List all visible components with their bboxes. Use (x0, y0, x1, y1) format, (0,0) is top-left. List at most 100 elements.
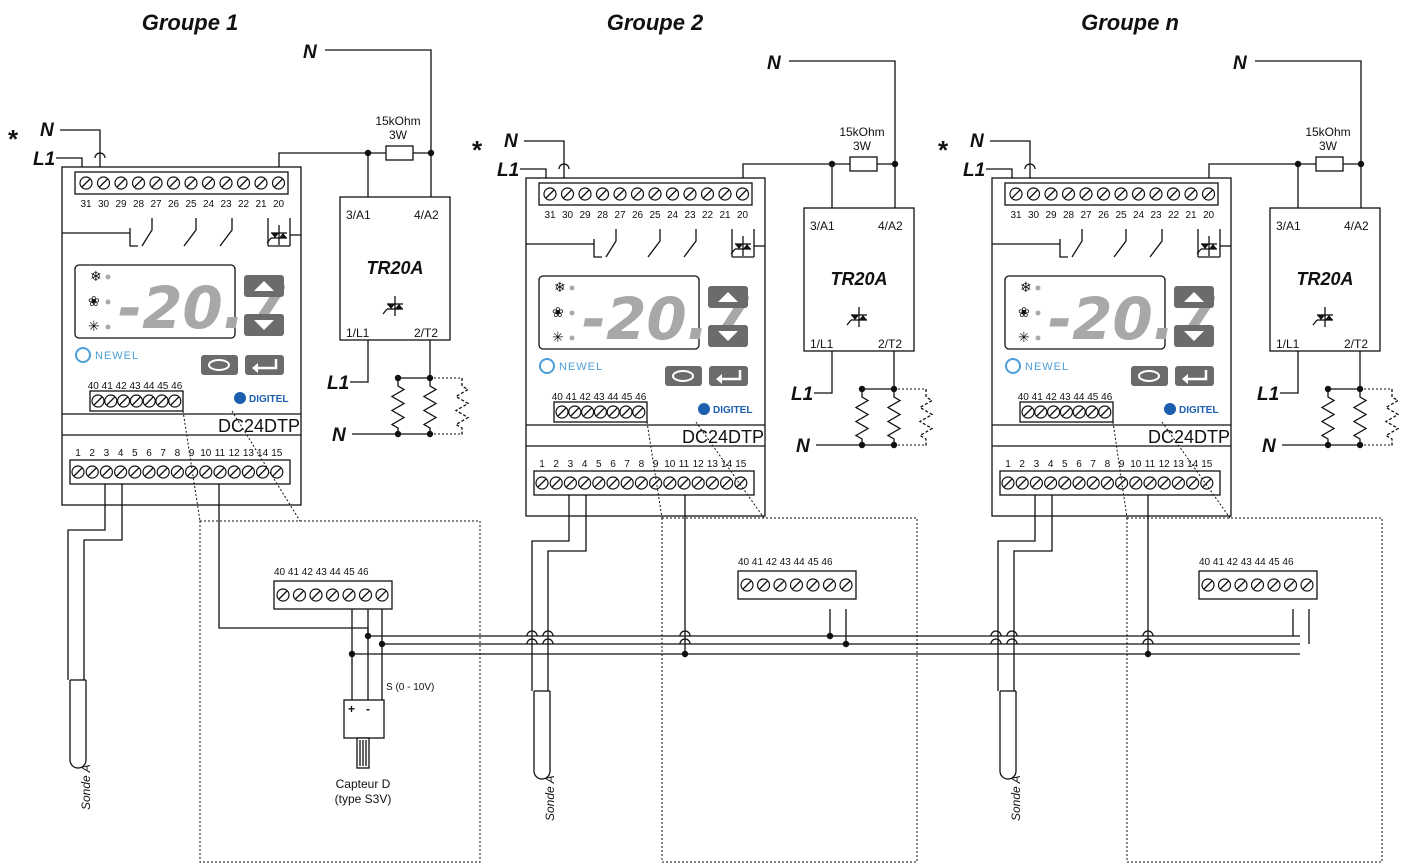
screw-slot (243, 467, 253, 477)
pin-a2-label: 4/A2 (1344, 219, 1369, 233)
up-button[interactable] (244, 275, 284, 297)
cooling-icon: ✳ (1018, 329, 1030, 345)
screw-slot (134, 178, 143, 188)
heater-resistor (918, 389, 934, 447)
heater-resistor (1384, 389, 1400, 447)
resistor-15kohm (1315, 156, 1344, 172)
sensor-signal-label: S (0 - 10V) (386, 682, 434, 693)
enter-icon (256, 359, 278, 370)
screw-slot (633, 189, 642, 199)
probe-body (999, 691, 1017, 780)
up-button[interactable] (708, 286, 748, 308)
screw-slot (636, 478, 646, 488)
terminal-number: 6 (1076, 459, 1082, 470)
cycle-button[interactable] (201, 355, 238, 375)
enter-button[interactable] (709, 366, 748, 386)
screw-slot (722, 478, 732, 488)
control-wire (1208, 163, 1316, 178)
screw-slot (158, 467, 168, 477)
screw-slot (116, 178, 126, 188)
junction-dot (427, 149, 435, 157)
enter-button[interactable] (1175, 366, 1214, 386)
terminal-number: 28 (597, 210, 609, 221)
defrost-icon: ❄ (554, 279, 566, 295)
junction-dot (828, 160, 836, 168)
screw-slot (545, 189, 555, 199)
wire-crossing (1006, 630, 1018, 637)
terminal-number: 22 (702, 210, 714, 221)
sensor-name: Capteur D (336, 777, 391, 791)
up-button[interactable] (1174, 286, 1214, 308)
terminal-number: 31 (544, 210, 556, 221)
brand-digitel: DIGITEL (713, 405, 752, 416)
resistor-15kohm (849, 156, 878, 172)
triac-icon (846, 307, 867, 327)
screw-slot (707, 478, 717, 488)
screw-slot (580, 189, 590, 199)
junction-dot (826, 632, 834, 640)
screw-slot (1046, 478, 1056, 488)
screw-slot (1202, 478, 1212, 488)
brand-newel: NEWEL (559, 361, 603, 373)
zoom-detail-box (1126, 517, 1383, 863)
screw-slot (1061, 407, 1071, 417)
cycle-icon (672, 370, 694, 382)
junction-dot (1356, 441, 1364, 449)
terminal-number: 6 (146, 448, 152, 459)
screw-slot (1236, 580, 1246, 590)
terminal-number: 8 (175, 448, 181, 459)
screw-slot (608, 407, 618, 417)
heater-resistor (422, 378, 438, 436)
enter-button[interactable] (245, 355, 284, 375)
wire (730, 248, 736, 255)
terminal-number: 3 (1034, 459, 1040, 470)
screw-slot (759, 580, 768, 590)
down-button[interactable] (244, 314, 284, 336)
wire-crossing (526, 638, 538, 645)
terminal-number: 28 (1063, 210, 1075, 221)
screw-slot (239, 178, 248, 188)
screw-slot (1088, 478, 1098, 488)
screw-slot (187, 467, 197, 477)
screw-slot (99, 178, 108, 188)
terminal-number: 24 (667, 210, 679, 221)
resistor-power: 3W (389, 128, 408, 142)
down-button[interactable] (1174, 325, 1214, 347)
neutral-label: N (1262, 436, 1277, 457)
aux-terminal-numbers: 40 41 42 43 44 45 46 (88, 381, 183, 392)
wire (846, 319, 852, 326)
screw-slot (229, 467, 239, 477)
terminal-number: 13 (1173, 459, 1185, 470)
screw-slot (634, 407, 644, 417)
screw-slot (736, 478, 746, 488)
pin-a2-label: 4/A2 (878, 219, 903, 233)
cycle-button[interactable] (665, 366, 702, 386)
up-arrow-icon (718, 292, 738, 302)
down-button[interactable] (708, 325, 748, 347)
wire-crossing (1142, 638, 1154, 645)
contactor-housing (803, 207, 915, 352)
screw-slot (256, 178, 266, 188)
wire-crossing (94, 152, 106, 159)
screw-slot (87, 467, 97, 477)
up-arrow-icon (1184, 292, 1204, 302)
contactor-housing (1269, 207, 1381, 352)
terminal-number: 2 (89, 448, 95, 459)
junction-dot (891, 160, 899, 168)
cooling-icon: ✳ (552, 329, 564, 345)
probe-body (533, 691, 551, 780)
terminal-number: 14 (257, 448, 269, 459)
heater-resistor (454, 378, 470, 436)
cycle-button[interactable] (1131, 366, 1168, 386)
terminal-number: 25 (185, 199, 197, 210)
terminal-number: 23 (684, 210, 696, 221)
screw-slot (278, 590, 288, 600)
screw-slot (169, 178, 178, 188)
contactor-housing (339, 196, 451, 341)
probe-sonde-a: Sonde A (531, 495, 587, 821)
terminal-number: 24 (1133, 210, 1145, 221)
terminal-number: 15 (735, 459, 747, 470)
junction-dot (681, 650, 689, 658)
screw-slot (738, 189, 747, 199)
